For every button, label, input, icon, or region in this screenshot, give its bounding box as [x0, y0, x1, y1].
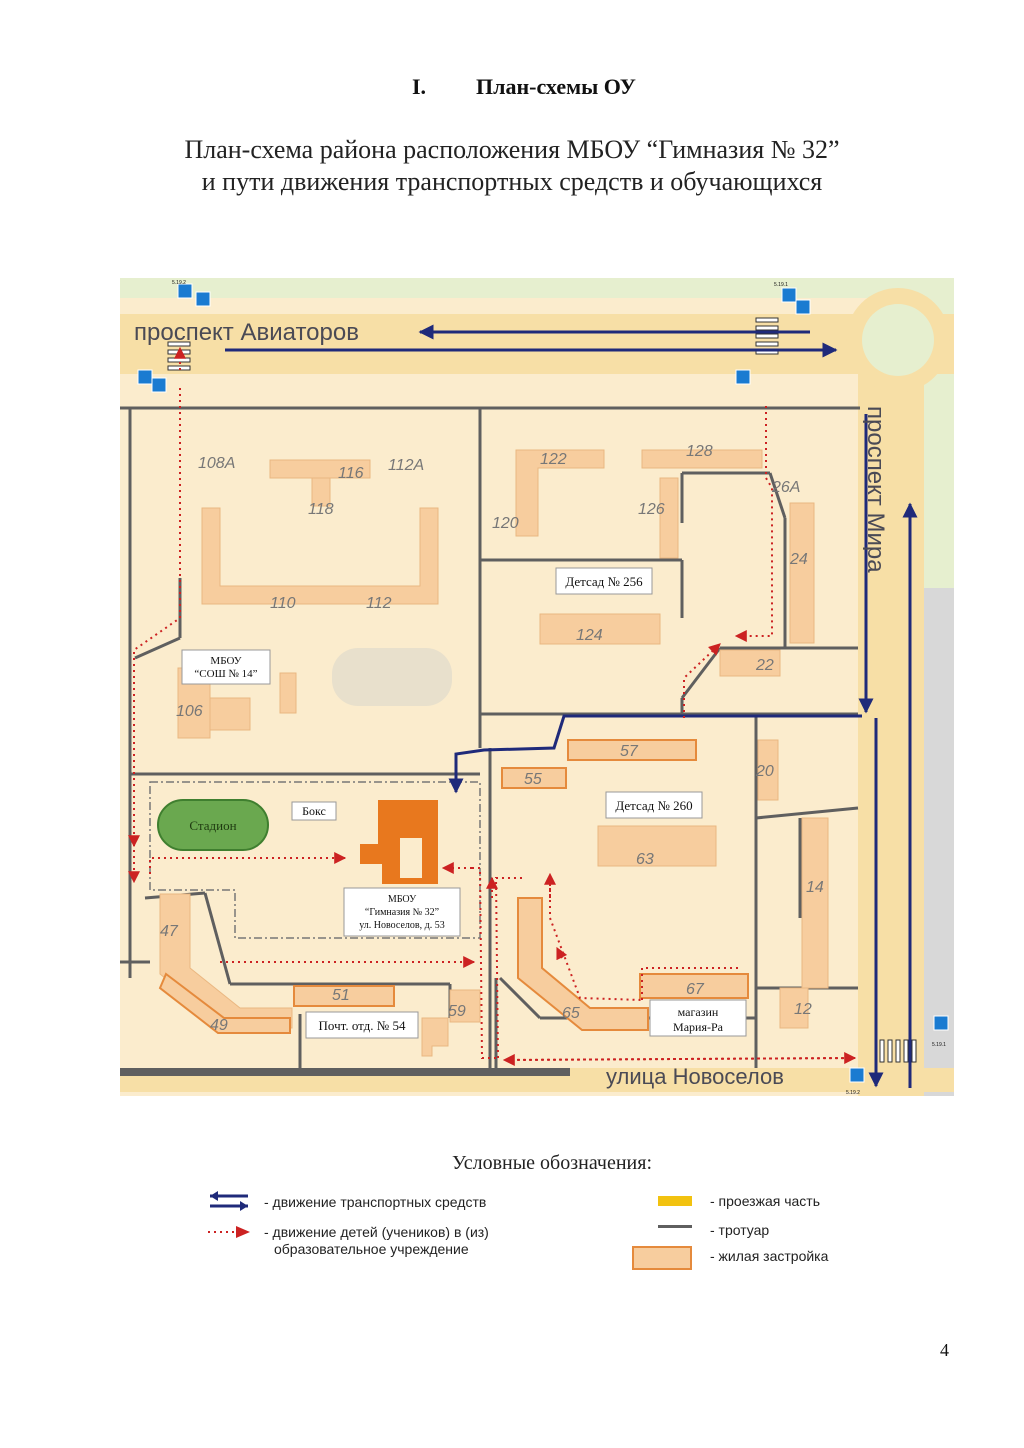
label-box	[649, 999, 747, 1037]
house-number: 63	[636, 851, 654, 868]
label-gymnasium-line-1: МБОУ	[388, 894, 417, 905]
house-number: 26А	[771, 479, 800, 496]
street-label-novoselov: улица Новоселов	[606, 1064, 784, 1089]
legend-students: - движение детей (учеников) в (из) образ…	[264, 1224, 489, 1258]
sports-field	[332, 648, 452, 706]
crossing-sign-icon	[151, 377, 167, 393]
legend-sidewalk: - тротуар	[710, 1222, 770, 1238]
traffic-signs: 5.19.2 5.19.1 5.19.2 5.19.1	[137, 280, 949, 1096]
legend-residential: - жилая застройка	[710, 1248, 829, 1264]
house-number: 22	[755, 657, 774, 674]
grey-area-right	[920, 588, 954, 1096]
house-number: 124	[576, 627, 603, 644]
object-labels: Детсад № 256 МБОУ “СОШ № 14” Стадион Бок…	[181, 567, 747, 1039]
legend-students-line-2: образовательное учреждение	[274, 1241, 469, 1257]
road-aviatorov	[120, 314, 954, 374]
student-path-legend-icon	[208, 1226, 250, 1238]
sign-code-label: 5.19.1	[932, 1042, 946, 1048]
house-number: 14	[806, 879, 824, 896]
vehicle-routes	[225, 324, 918, 1088]
crossing-sign-icon	[735, 369, 751, 385]
house-number: 51	[332, 987, 350, 1004]
gymnasium-courtyard	[400, 838, 422, 878]
house-number: 47	[160, 923, 179, 940]
roundabout-center	[862, 304, 934, 376]
label-post-office: Почт. отд. № 54	[319, 1018, 406, 1033]
label-stadium: Стадион	[189, 818, 236, 833]
label-box	[343, 887, 461, 937]
crossing-sign-icon	[137, 369, 153, 385]
label-shop-line-2: Мария-Ра	[673, 1020, 724, 1034]
house-number: 49	[210, 1017, 228, 1034]
label-gymnasium-line-2: “Гимназия № 32”	[365, 907, 439, 918]
house-number: 118	[308, 501, 334, 518]
section-title: План-схемы ОУ	[476, 74, 636, 99]
legend-roadway: - проезжая часть	[710, 1193, 821, 1209]
map-title-line-2: и пути движения транспортных средств и о…	[201, 167, 823, 196]
pedestrian-crossings	[167, 317, 917, 1063]
crossing-sign-icon	[195, 291, 211, 307]
sign-code-label: 5.19.2	[172, 280, 186, 286]
house-number: 67	[686, 981, 705, 998]
label-gymnasium-line-3: ул. Новоселов, д. 53	[359, 920, 444, 931]
house-number: 12	[794, 1001, 812, 1018]
house-number: 116	[338, 465, 364, 482]
house-number: 59	[448, 1003, 466, 1020]
label-box	[555, 567, 653, 595]
house-numbers: 108А 116 112А 118 110 112 106 122 128 12…	[160, 443, 824, 1034]
vehicle-legend-icon	[210, 1191, 248, 1211]
road-mira	[858, 374, 924, 1096]
crossing-sign-icon	[849, 1067, 865, 1083]
label-school-14-line-2: “СОШ № 14”	[194, 668, 257, 680]
house-number: 108А	[198, 455, 235, 472]
district-map: 5.19.2 5.19.1 5.19.2 5.19.1 проспект Ав	[120, 278, 954, 1096]
label-box	[605, 791, 703, 819]
page-number: 4	[940, 1340, 949, 1360]
residential-buildings	[158, 449, 829, 1057]
house-number: 24	[789, 551, 808, 568]
house-number: 112	[366, 595, 392, 612]
label-box	[291, 801, 337, 821]
crossing-sign-icon	[177, 283, 193, 299]
label-kindergarten-260: Детсад № 260	[615, 798, 692, 813]
label-kindergarten-256: Детсад № 256	[565, 574, 643, 589]
label-box	[181, 649, 271, 685]
house-number: 106	[176, 703, 203, 720]
house-number: 55	[524, 771, 542, 788]
street-label-aviatorov: проспект Авиаторов	[134, 319, 359, 346]
house-number: 110	[270, 595, 296, 612]
house-number: 57	[620, 743, 639, 760]
legend-title: Условные обозначения:	[451, 1152, 653, 1174]
roadway-legend-swatch	[658, 1196, 692, 1206]
legend-students-line-1: - движение детей (учеников) в (из)	[264, 1224, 489, 1240]
sidewalk-legend-swatch	[658, 1225, 692, 1228]
label-box-club: Бокс	[302, 804, 326, 818]
label-shop-line-1: магазин	[678, 1005, 719, 1019]
house-number: 120	[492, 515, 519, 532]
house-number: 122	[540, 451, 567, 468]
crossing-sign-icon	[933, 1015, 949, 1031]
map-title: План-схема района расположения МБОУ “Гим…	[0, 134, 1024, 198]
house-number: 65	[562, 1005, 580, 1022]
label-box	[305, 1011, 419, 1039]
house-number: 20	[755, 763, 774, 780]
sign-code-label: 5.19.1	[774, 282, 788, 288]
stadium	[157, 799, 269, 851]
house-number: 112А	[388, 457, 424, 474]
student-routes	[128, 346, 857, 1066]
label-school-14-line-1: МБОУ	[210, 655, 241, 667]
residential-legend-swatch	[632, 1246, 692, 1270]
map-title-line-1: План-схема района расположения МБОУ “Гим…	[184, 135, 840, 164]
sign-code-label: 5.19.2	[846, 1090, 860, 1096]
crossing-sign-icon	[781, 287, 797, 303]
house-number: 126	[638, 501, 665, 518]
park-strip-top	[120, 278, 954, 298]
school-fence	[149, 781, 481, 939]
crossing-sign-icon	[795, 299, 811, 315]
street-label-mira: проспект Мира	[862, 406, 889, 573]
section-number: I.	[412, 74, 427, 99]
house-number: 128	[686, 443, 713, 460]
legend-vehicles: - движение транспортных средств	[264, 1194, 487, 1210]
sidewalk-novoselov	[120, 1068, 570, 1076]
